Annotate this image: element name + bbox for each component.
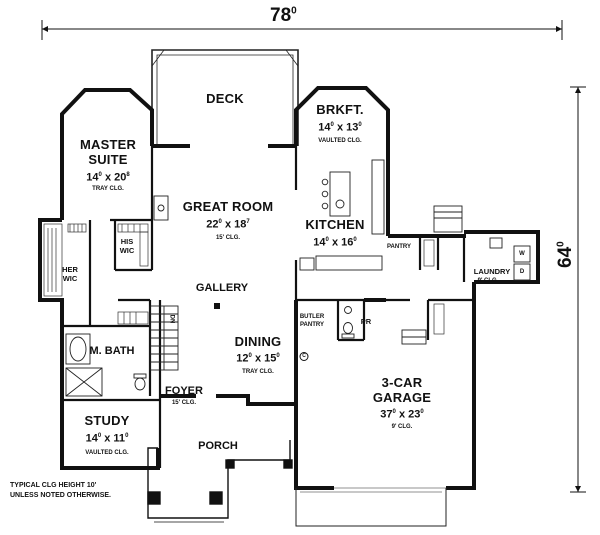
kitchen-label: KITCHEN [305, 217, 365, 232]
his-wic-label-2: WIC [119, 246, 135, 255]
depth-value: 64 [555, 246, 576, 268]
washer-label: W [519, 251, 525, 257]
width-value: 78 [270, 5, 292, 26]
study-label: STUDY [84, 413, 130, 428]
kitchen-size: 140 x 160 [313, 236, 357, 249]
brkft-label: BRKFT. [316, 102, 364, 117]
brkft-note: VAULTED CLG. [318, 138, 362, 144]
deck-outline [151, 49, 299, 146]
master-label-2: SUITE [88, 152, 128, 167]
c-marker: C [299, 352, 309, 361]
study-note: VAULTED CLG. [85, 450, 129, 456]
dining-note: TRAY CLG. [242, 369, 274, 375]
stair-down-label: DN [168, 314, 175, 324]
brkft-size: 140 x 130 [318, 121, 362, 134]
master-size: 140 x 208 [86, 171, 130, 184]
ceiling-note-line-1: TYPICAL CLG HEIGHT 10' [10, 482, 97, 489]
laundry-note: 9' CLG. [477, 278, 499, 284]
pantry-label: PANTRY [387, 244, 411, 250]
exterior-walls [38, 86, 540, 490]
her-wic-label-2: WIC [62, 274, 78, 283]
depth-dimension-line [570, 86, 586, 493]
foyer-label: FOYER [165, 385, 203, 397]
garage-apron [295, 487, 447, 527]
deck-label: DECK [206, 91, 244, 106]
width-dimension-line [41, 20, 563, 40]
powder-room-label: PR [360, 317, 372, 326]
master-note: TRAY CLG. [92, 186, 124, 192]
width-sup: 0 [291, 5, 297, 17]
dining-size: 120 x 150 [236, 352, 280, 365]
great-room-label: GREAT ROOM [182, 199, 274, 214]
porch-label: PORCH [198, 440, 238, 452]
closet-shelving [43, 223, 445, 335]
great-room-size: 220 x 187 [206, 218, 250, 231]
interior-walls [62, 146, 474, 468]
master-bath-label: M. BATH [89, 345, 135, 357]
great-room-note: 15' CLG. [215, 235, 241, 241]
depth-dimension: 640 [555, 241, 577, 268]
fixtures [65, 159, 531, 397]
column-marker [214, 303, 220, 309]
width-dimension: 780 [270, 5, 297, 27]
butler-pantry-label-1: BUTLER [299, 314, 325, 320]
garage-note: 9' CLG. [391, 424, 413, 430]
porch-outline [147, 440, 293, 523]
ceiling-note-line-2: UNLESS NOTED OTHERWISE. [10, 492, 111, 499]
laundry-label: LAUNDRY [473, 267, 511, 276]
gallery-label: GALLERY [195, 282, 249, 294]
foyer-note: 15' CLG. [171, 400, 197, 406]
his-wic-label-1: HIS [120, 237, 134, 246]
master-label-1: MASTER [79, 137, 137, 152]
her-wic-label-1: HER [62, 265, 78, 274]
garage-label-2: GARAGE [372, 390, 432, 405]
dryer-label: D [519, 269, 525, 275]
garage-label-1: 3-CAR [381, 375, 423, 390]
depth-sup: 0 [555, 241, 567, 247]
butler-pantry-label-2: PANTRY [300, 322, 324, 328]
dining-label: DINING [234, 334, 282, 349]
study-size: 140 x 110 [85, 432, 129, 445]
garage-size: 370 x 230 [380, 408, 424, 421]
